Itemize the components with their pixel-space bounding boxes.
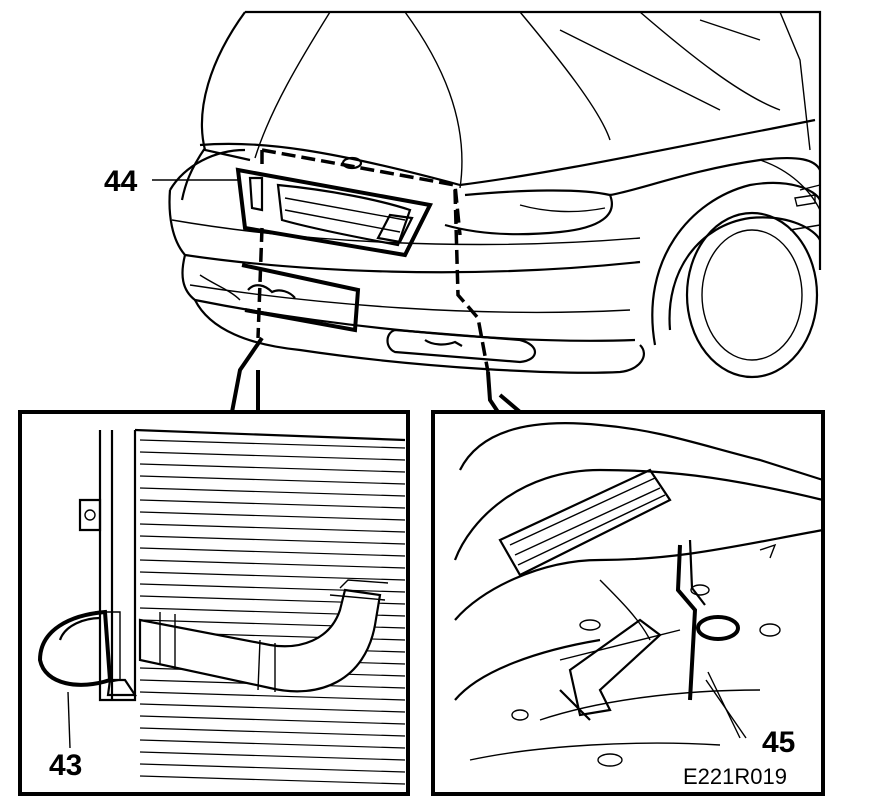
figure-code: E221R019 [683,764,787,789]
callout-44: 44 [104,165,138,198]
callout-43: 43 [49,749,82,782]
inset-bumper-hook [431,410,825,796]
callout-45: 45 [762,726,795,759]
intercooler-hose [138,588,382,693]
car-front-view [168,10,822,379]
inset-radiator [18,410,410,796]
inset-connectors [229,336,526,414]
callout-leaders [67,179,747,749]
